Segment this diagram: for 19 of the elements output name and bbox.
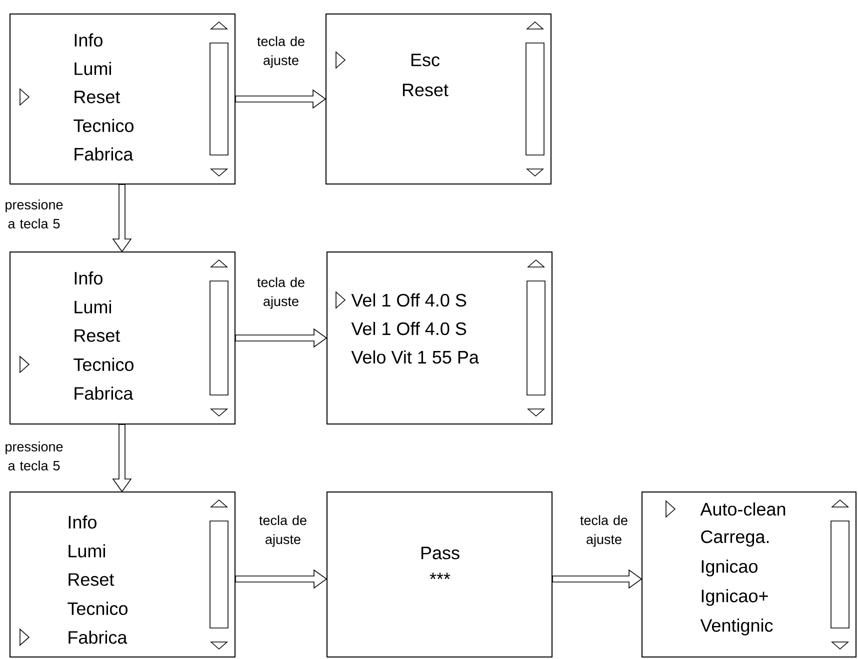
hollow-arrow <box>552 569 642 589</box>
hollow-arrow <box>235 89 326 109</box>
edge-label: tecla de ajuste <box>580 515 628 547</box>
menu-screen: Info Lumi Reset Tecnico Fabrica <box>10 252 236 424</box>
menu-screen: Esc Reset <box>326 14 552 184</box>
menu-screen: Info Lumi Reset Tecnico Fabrica <box>10 492 236 658</box>
hollow-arrow <box>112 184 132 252</box>
menu-screen: Pass *** <box>326 492 552 658</box>
menu-screen: Vel 1 Off 4.0 S Vel 1 Off 4.0 S Velo Vit 1 55 Pa <box>326 252 552 424</box>
edge-label: pressione a tecla 5 <box>6 442 63 470</box>
edge-label: pressione a tecla 5 <box>6 200 63 228</box>
hollow-arrow <box>235 328 328 348</box>
hollow-arrow <box>235 569 328 589</box>
menu-screen: Info Lumi Reset Tecnico Fabrica <box>10 14 236 184</box>
hollow-arrow <box>112 424 132 492</box>
edge-label: tecla de ajuste <box>259 515 306 547</box>
edge-label: tecla de ajuste <box>257 277 304 309</box>
edge-label: tecla de ajuste <box>257 36 304 68</box>
menu-screen: Auto-clean Carrega. Ignicao Ignicao+ Ventignic <box>642 492 856 658</box>
